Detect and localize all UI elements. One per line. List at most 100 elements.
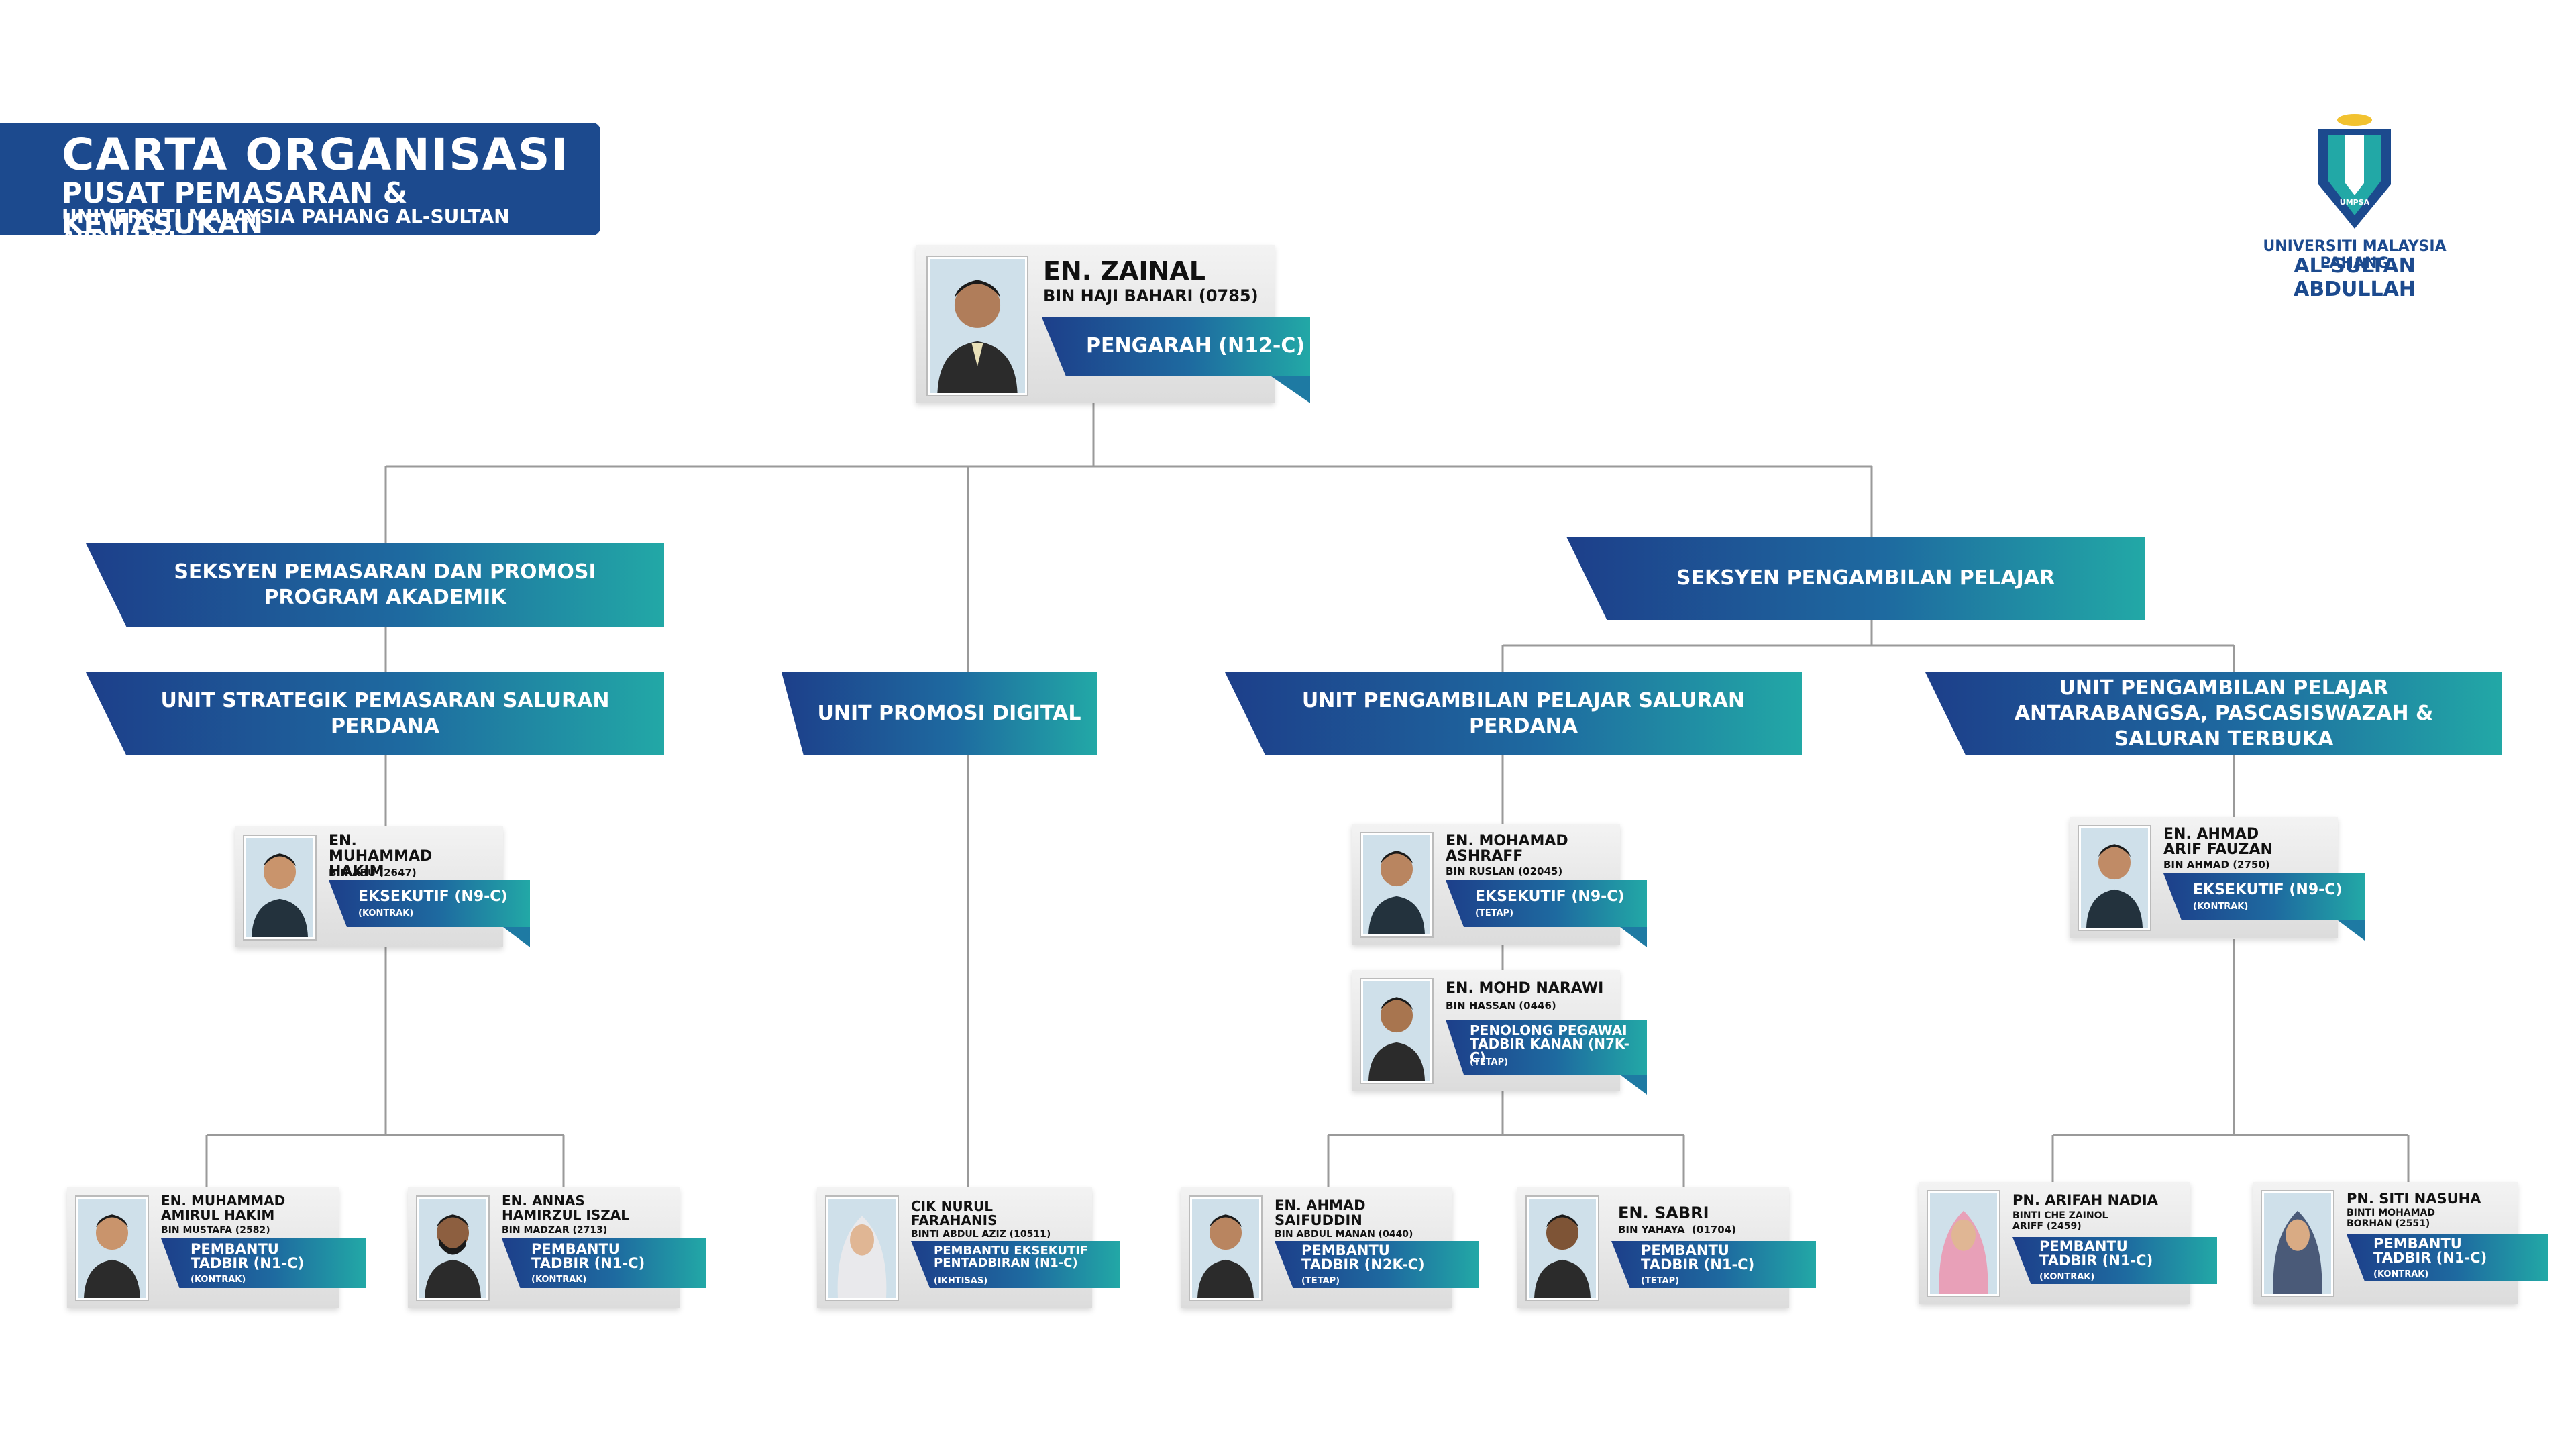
staff-detail-row-nasuha: BINTI MOHAMAD BORHAN (2551) [2347,1208,2454,1229]
staff-status-amirul: (KONTRAK) [191,1275,246,1285]
staff-card-annas: EN. ANNAS HAMIRZUL ISZAL BIN MADZAR (271… [408,1187,706,1308]
director-role: PENGARAH (N12-C) [1086,334,1305,358]
staff-name-arifah: PN. ARIFAH NADIA [2012,1192,2158,1208]
logo-line-2: AL-SULTAN ABDULLAH [2294,254,2416,301]
staff-status-fauzan: (KONTRAK) [2193,902,2249,912]
staff-role-ribbon-annas: PEMBANTU TADBIR (N1-C) (KONTRAK) [502,1238,706,1288]
staff-role-hakim: EKSEKUTIF (N9-C) [358,888,508,905]
person-avatar-icon [1363,835,1430,934]
staff-photo-nasuha [2262,1191,2333,1296]
staff-role-fauzan: EKSEKUTIF (N9-C) [2193,881,2343,898]
unit-digital-label: UNIT PROMOSI DIGITAL [817,702,1081,725]
staff-detail-row-hakim: BIN ABU (2647) [329,867,417,879]
staff-id-ashraff: (02045) [1518,865,1563,877]
staff-id-farahanis: (10511) [1009,1229,1051,1240]
staff-status-ashraff: (TETAP) [1475,908,1514,918]
staff-photo-farahanis [826,1197,898,1300]
staff-detail-narawi: BIN HASSAN [1446,1000,1516,1012]
staff-name-amirul: EN. MUHAMMAD AMIRUL HAKIM [161,1193,286,1223]
staff-id-saifuddin: (0440) [1378,1229,1413,1240]
staff-detail-annas: BIN MADZAR [502,1225,570,1236]
section-intake-label: SEKSYEN PENGAMBILAN PELAJAR [1676,566,2055,590]
staff-name-annas: EN. ANNAS HAMIRZUL ISZAL [502,1193,629,1223]
person-hijab-avatar-icon [2264,1193,2331,1294]
staff-id-fauzan: (2750) [2233,859,2270,871]
staff-name-farahanis: CIK NURUL FARAHANIS [911,1198,998,1228]
staff-card-sabri: EN. SABRI BIN YAHAYA (01704) PEMBANTU TA… [1517,1187,1816,1308]
staff-role-farahanis: PEMBANTU EKSEKUTIF PENTADBIRAN (N1-C) [934,1244,1089,1270]
person-avatar-icon [2081,828,2148,928]
staff-photo-narawi [1361,979,1432,1083]
staff-status-annas: (KONTRAK) [531,1275,587,1285]
staff-detail-ashraff: BIN RUSLAN [1446,865,1515,877]
staff-status-arifah: (KONTRAK) [2039,1272,2095,1282]
staff-role-ribbon-fauzan: EKSEKUTIF (N9-C) (KONTRAK) [2163,873,2365,920]
staff-role-ribbon-nasuha: PEMBANTU TADBIR (N1-C) (KONTRAK) [2347,1234,2548,1281]
page-title: CARTA ORGANISASI [62,129,570,180]
staff-card-saifuddin: EN. AHMAD SAIFUDDIN BIN ABDUL MANAN (044… [1181,1187,1479,1308]
staff-role-ribbon-arifah: PEMBANTU TADBIR (N1-C) (KONTRAK) [2012,1237,2217,1284]
person-avatar-icon [419,1199,486,1298]
university-logo: UMPSA UNIVERSITI MALAYSIA PAHANG AL-SULT… [2247,111,2462,301]
staff-status-narawi: (TETAP) [1470,1057,1509,1067]
staff-detail-row-annas: BIN MADZAR (2713) [502,1225,607,1236]
director-card: EN. ZAINAL BIN HAJI BAHARI (0785) PENGAR… [916,245,1310,403]
person-hijab-avatar-icon [828,1199,896,1298]
staff-detail-row-ashraff: BIN RUSLAN (02045) [1446,865,1562,877]
staff-status-farahanis: (IKHTISAS) [934,1276,988,1286]
staff-role-arifah: PEMBANTU TADBIR (N1-C) [2039,1238,2153,1269]
staff-role-ribbon-sabri: PEMBANTU TADBIR (N1-C) (TETAP) [1611,1241,1816,1288]
staff-detail-row-farahanis: BINTI ABDUL AZIZ (10511) [911,1229,1051,1240]
staff-photo-annas [417,1197,488,1300]
staff-role-ribbon-ashraff: EKSEKUTIF (N9-C) (TETAP) [1446,880,1647,927]
staff-id-annas: (2713) [572,1225,608,1236]
staff-status-saifuddin: (TETAP) [1301,1276,1340,1286]
staff-role-ashraff: EKSEKUTIF (N9-C) [1475,888,1625,905]
staff-name-fauzan: EN. AHMAD ARIF FAUZAN [2163,826,2273,859]
staff-photo-amirul [76,1197,148,1300]
staff-detail-farahanis: BINTI ABDUL AZIZ [911,1229,1006,1240]
staff-detail-saifuddin: BIN ABDUL MANAN [1275,1229,1375,1240]
staff-name-narawi: EN. MOHD NARAWI [1446,980,1604,997]
unit-intake-intl-label: UNIT PENGAMBILAN PELAJAR ANTARABANGSA, P… [2014,676,2434,751]
staff-role-ribbon-narawi: PENOLONG PEGAWAI TADBIR KANAN (N7K-C) (T… [1446,1020,1647,1075]
staff-detail-hakim: BIN ABU [329,867,376,879]
person-avatar-icon [1529,1199,1596,1298]
staff-card-hakim: EN. MUHAMMAD HAKIM BIN ABU (2647) EKSEKU… [235,826,530,947]
director-detail-row: BIN HAJI BAHARI (0785) [1043,286,1258,305]
person-avatar-icon [930,259,1025,393]
staff-id-nasuha: (2551) [2395,1218,2430,1229]
staff-detail-amirul: BIN MUSTAFA [161,1225,232,1236]
staff-photo-arifah [1928,1191,1999,1296]
header-title-block: CARTA ORGANISASI PUSAT PEMASARAN & KEMAS… [0,123,600,249]
staff-status-hakim: (KONTRAK) [358,908,414,918]
director-id: (0785) [1198,286,1258,305]
logo-mark-text: UMPSA [2340,198,2370,207]
staff-role-amirul: PEMBANTU TADBIR (N1-C) [191,1241,305,1271]
page-subtitle: PUSAT PEMASARAN & KEMASUKAN [62,176,408,240]
staff-role-nasuha: PEMBANTU TADBIR (N1-C) [2373,1236,2487,1266]
staff-photo-saifuddin [1190,1197,1261,1300]
staff-role-ribbon-amirul: PEMBANTU TADBIR (N1-C) (KONTRAK) [161,1238,366,1288]
staff-role-ribbon-farahanis: PEMBANTU EKSEKUTIF PENTADBIRAN (N1-C) (I… [911,1241,1120,1288]
staff-id-amirul: (2582) [235,1225,270,1236]
staff-role-saifuddin: PEMBANTU TADBIR (N2K-C) [1301,1242,1425,1273]
staff-card-narawi: EN. MOHD NARAWI BIN HASSAN (0446) PENOLO… [1352,970,1647,1095]
staff-id-arifah: (2459) [2046,1221,2082,1232]
umpsa-shield-icon: UMPSA [2318,114,2391,229]
staff-detail-row-saifuddin: BIN ABDUL MANAN (0440) [1275,1229,1413,1240]
staff-role-annas: PEMBANTU TADBIR (N1-C) [531,1241,645,1271]
staff-card-arifah: PN. ARIFAH NADIA BINTI CHE ZAINOL ARIFF … [1919,1182,2217,1304]
person-avatar-icon [1192,1199,1259,1298]
staff-role-sabri: PEMBANTU TADBIR (N1-C) [1641,1242,1755,1273]
section-intake-banner: SEKSYEN PENGAMBILAN PELAJAR [1566,537,2145,620]
staff-role-narawi: PENOLONG PEGAWAI TADBIR KANAN (N7K-C) [1470,1022,1629,1065]
staff-photo-hakim [244,836,315,939]
staff-detail-row-arifah: BINTI CHE ZAINOL ARIFF (2459) [2012,1210,2127,1232]
staff-detail-sabri: BIN YAHAYA [1618,1224,1685,1236]
unit-intake-main-label: UNIT PENGAMBILAN PELAJAR SALURAN PERDANA [1301,689,1746,738]
staff-id-hakim: (2647) [379,867,417,879]
staff-detail-row-fauzan: BIN AHMAD (2750) [2163,859,2270,871]
person-avatar-icon [246,838,313,937]
staff-name-hakim: EN. MUHAMMAD HAKIM [329,833,433,881]
